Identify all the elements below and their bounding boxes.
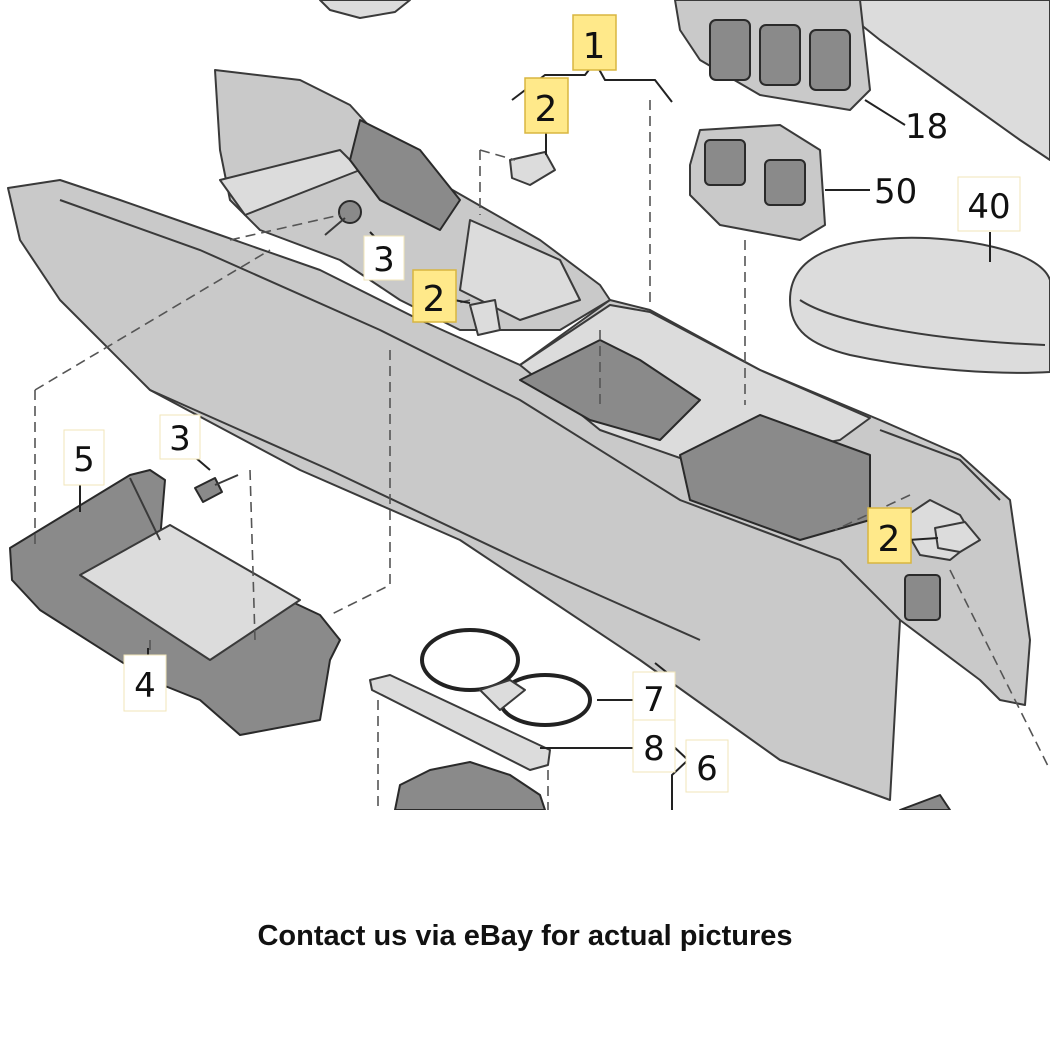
callout-2-mid: 2: [412, 269, 457, 323]
svg-text:2: 2: [878, 519, 901, 560]
svg-text:8: 8: [643, 729, 665, 769]
screw-upper: [324, 200, 362, 236]
parts-diagram: 1 2 2 2 3 3 4 5 6 7 8 18: [7, 0, 1050, 810]
window-switch-panel: [674, 0, 906, 126]
assembly-guide-lines: [34, 100, 1050, 810]
svg-text:6: 6: [696, 749, 718, 789]
svg-text:40: 40: [967, 187, 1010, 227]
svg-text:3: 3: [169, 419, 191, 459]
svg-text:5: 5: [73, 440, 95, 480]
callout-7: 7: [632, 671, 676, 725]
callout-6: 6: [685, 739, 729, 793]
cup-holder-seal: [420, 628, 592, 727]
partial-part-bottom-right: [899, 794, 951, 810]
callout-2-right: 2: [867, 507, 912, 564]
callout-2-top: 2: [524, 77, 569, 134]
contact-note: Contact us via eBay for actual pictures: [257, 920, 793, 952]
svg-text:3: 3: [373, 240, 395, 280]
svg-text:2: 2: [423, 279, 446, 320]
callout-18: 18: [905, 107, 948, 147]
callout-5: 5: [63, 429, 105, 486]
insert-mat: [369, 674, 551, 771]
callout-8: 8: [632, 719, 676, 773]
callout-3-lower: 3: [159, 414, 201, 460]
center-console-body: [7, 179, 1031, 801]
svg-text:18: 18: [905, 107, 948, 147]
partial-part-top: [319, 0, 411, 19]
clip-part-right: [934, 521, 981, 553]
callout-50: 50: [874, 172, 917, 212]
screw-lower: [194, 474, 239, 503]
svg-text:1: 1: [583, 26, 606, 67]
clip-part-upper: [509, 151, 556, 186]
svg-text:2: 2: [535, 89, 558, 130]
switch-block: [689, 124, 870, 241]
callout-1: 1: [572, 14, 617, 71]
armrest-cushion: [789, 232, 1050, 374]
side-panel-top-right: [829, 0, 1050, 161]
clip-part-mid: [469, 299, 501, 336]
mounting-bracket: [9, 469, 341, 736]
callout-4: 4: [123, 654, 167, 712]
cup-holder-bottom: [394, 761, 546, 810]
console-rear-frame: [214, 69, 611, 331]
svg-text:4: 4: [134, 666, 156, 706]
callout-40: 40: [957, 176, 1021, 232]
svg-text:7: 7: [643, 680, 665, 720]
callout-3-upper: 3: [363, 235, 405, 281]
svg-text:50: 50: [874, 172, 917, 212]
